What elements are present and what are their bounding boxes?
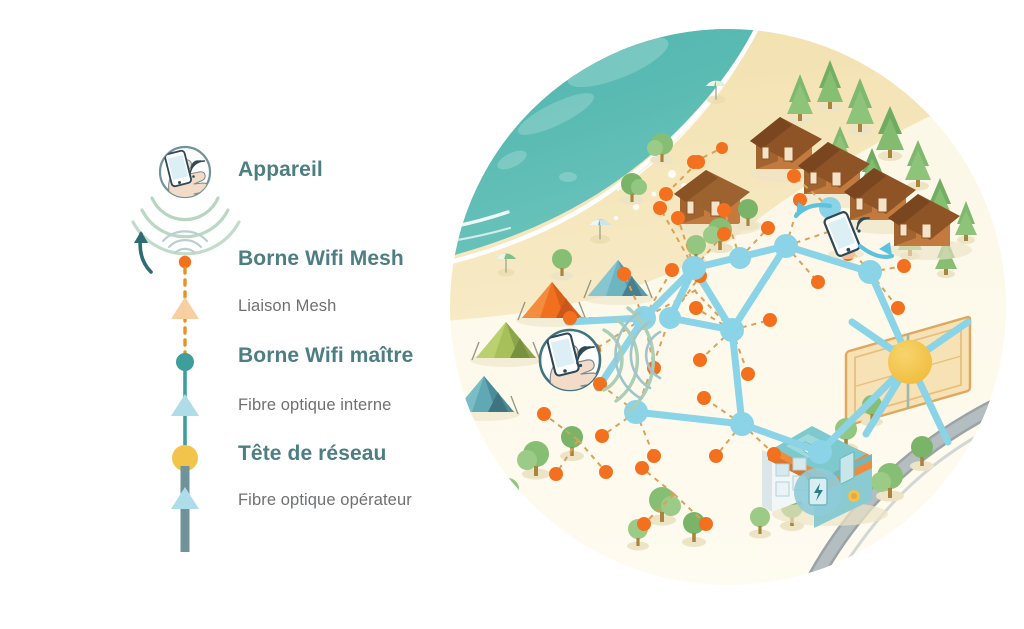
legend-label-liaison-mesh: Liaison Mesh xyxy=(238,297,337,315)
roaming-device xyxy=(823,211,870,259)
legend-label-borne-maitre: Borne Wifi maître xyxy=(238,344,414,367)
mesh-node-wifi-arcs-icon xyxy=(161,230,209,255)
legend-arrow-fiber-internal xyxy=(171,394,199,416)
legend-diagram xyxy=(131,145,241,552)
network-head-node xyxy=(888,340,932,384)
map-device-badge xyxy=(538,328,602,392)
map-badge-wifi-glyph-icon xyxy=(576,346,595,368)
legend-arrow-mesh xyxy=(171,297,199,319)
roaming-arrow-heads xyxy=(796,202,892,256)
tent xyxy=(470,322,542,367)
tent xyxy=(516,282,588,327)
cabin xyxy=(674,170,762,236)
hand-holding-phone-icon xyxy=(164,149,209,197)
badge-wifi-glyph-icon xyxy=(189,160,206,178)
roaming-curved-arrow-icon xyxy=(134,231,153,274)
legend-marker-mesh-node xyxy=(178,255,192,269)
legend-label-appareil: Appareil xyxy=(238,158,323,181)
cabin xyxy=(888,194,972,260)
legend-panel: Appareil Borne Wifi Mesh Liaison Mesh Bo… xyxy=(0,0,470,629)
legend-label-fibre-interne: Fibre optique interne xyxy=(238,396,392,414)
map-disc xyxy=(450,29,1006,585)
parasol-group xyxy=(495,80,727,277)
tent-group xyxy=(450,260,654,421)
legend-marker-master-node xyxy=(176,353,194,371)
mesh-node-signal-waves xyxy=(614,310,662,400)
map-hand-phone-icon xyxy=(546,332,599,390)
legend-label-borne-mesh: Borne Wifi Mesh xyxy=(238,247,404,270)
ev-charge-badge xyxy=(794,468,842,516)
camping-map-illustration xyxy=(448,22,1008,607)
legend-arrow-fiber-operator xyxy=(171,487,199,509)
legend-marker-head-node xyxy=(172,445,198,471)
legend-label-tete-reseau: Tête de réseau xyxy=(238,442,387,465)
roaming-wifi-glyph-icon xyxy=(856,217,870,233)
cabin-group xyxy=(674,117,972,260)
legend-label-fibre-operateur: Fibre optique opérateur xyxy=(238,491,412,509)
device-wifi-waves-icon xyxy=(131,196,241,256)
master-nodes xyxy=(624,197,882,464)
camping-map-svg xyxy=(450,29,1006,585)
